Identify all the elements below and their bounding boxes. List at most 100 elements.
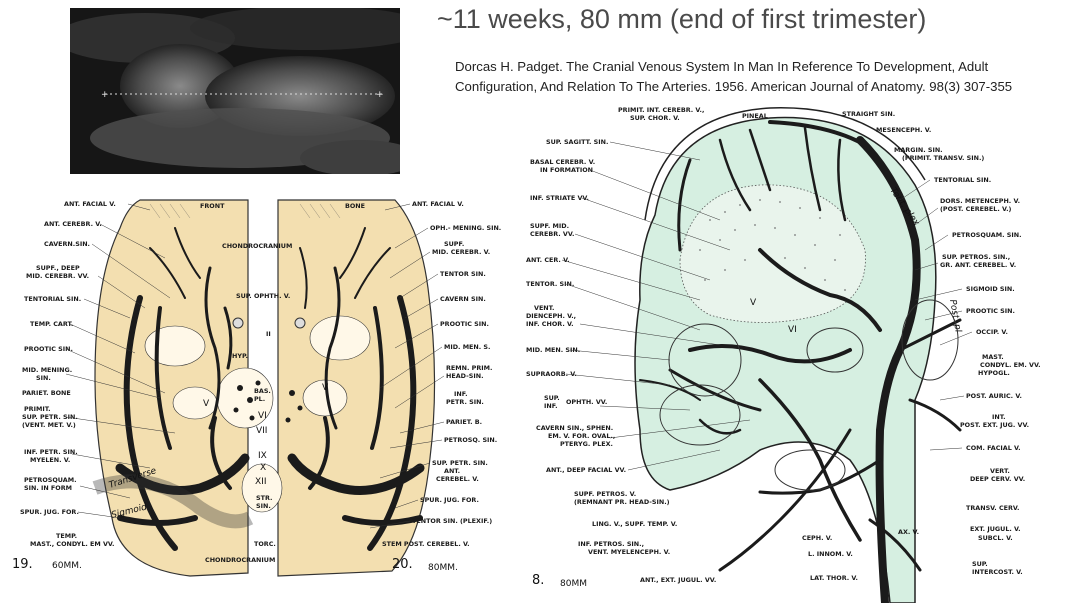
fig20-label: TENTOR SIN. — [440, 270, 486, 278]
fig20-label: OPH.- MENING. SIN. — [430, 224, 501, 232]
fig8-label: SUPF. MID. — [530, 222, 569, 230]
fig19-inner-str: STR. — [256, 494, 272, 502]
fig20-label: SUPF. — [444, 240, 464, 248]
fig8-top-label: MESENCEPH. V. — [876, 126, 931, 134]
fig19-label: TENTORIAL SIN. — [24, 295, 81, 303]
fig8-label: INTERCOST. V. — [972, 568, 1023, 576]
fig8-label: PRIMIT. INT. CEREBR. V., — [618, 106, 704, 114]
fig19-inner-front: FRONT — [200, 202, 225, 210]
ultrasound-scan: + + — [70, 8, 400, 174]
fig8-label: SUP. PETROS. SIN., — [942, 253, 1010, 261]
fig8-label: SUPF. PETROS. V. — [574, 490, 636, 498]
fig8-label: ANT., DEEP FACIAL VV. — [546, 466, 626, 474]
fig20-label: REMN. PRIM. — [446, 364, 492, 372]
ultrasound-image: + + — [70, 8, 400, 174]
fig8-label: SUP. — [972, 560, 988, 568]
fig8-label: MARGIN. SIN. — [894, 146, 943, 154]
fig20-label: MID. MEN. S. — [444, 343, 490, 351]
fig19-label: SUP. PETR. SIN. — [22, 413, 78, 421]
fig19-label: ANT. FACIAL V. — [64, 200, 116, 208]
fig20-labels: ANT. FACIAL V. OPH.- MENING. SIN. SUPF. … — [382, 200, 501, 548]
figure-8: Tent. plex Post. pl V VI PRIMIT. INT. CE… — [520, 100, 1080, 607]
slide-title: ~11 weeks, 80 mm (end of first trimester… — [437, 4, 927, 34]
fig8-label: POST. EXT. JUG. VV. — [960, 421, 1029, 429]
fig20-size: 80MM. — [428, 563, 458, 573]
fig8-label: ANT. CER. V. — [526, 256, 570, 264]
fig8-label: PROOTIC SIN. — [966, 307, 1015, 315]
fig20-label: PROOTIC SIN. — [440, 320, 489, 328]
fig19-inner-pl: PL. — [254, 395, 265, 403]
fig19-inner-ix: IX — [258, 451, 267, 461]
fig8-label: LING. V., SUPF. TEMP. V. — [592, 520, 677, 528]
fig19-size: 60MM. — [52, 561, 82, 571]
fig8-label: INF. — [544, 402, 558, 410]
fig8-label: EXT. JUGUL. V. — [970, 525, 1021, 533]
fig19-label: MAST., CONDYL. EM VV. — [30, 540, 114, 548]
fig19-label: SPUR. JUG. FOR. — [20, 508, 79, 516]
fig8-label: INF. PETROS. SIN., — [578, 540, 644, 548]
fig8-number: 8. — [532, 573, 544, 588]
fig8-label: (POST. CEREBEL. V.) — [940, 205, 1012, 213]
fig19-inner-vii: VII — [256, 426, 267, 436]
fig20-label: INF. — [454, 390, 468, 398]
fig20-label: PETR. SIN. — [446, 398, 484, 406]
fig20-label: TENTOR SIN. (PLEXIF.) — [412, 517, 492, 525]
fig8-inner-v: V — [750, 298, 757, 308]
fig20-label: ANT. — [444, 467, 460, 475]
fig19-inner-vi: VI — [258, 411, 267, 421]
fig8-inner-vi: VI — [788, 325, 797, 335]
fig20-number: 20. — [392, 557, 413, 572]
fig19-inner-xii: XII — [255, 477, 266, 487]
fig8-label: BASAL CEREBR. V. — [530, 158, 595, 166]
fig8-bottom-label: CEPH. V. — [802, 534, 832, 542]
fig8-label: SIGMOID SIN. — [966, 285, 1015, 293]
fig8-label: INF. STRIATE VV. — [530, 194, 589, 202]
fig8-label: TENTORIAL SIN. — [934, 176, 991, 184]
fig8-label: PTERYG. PLEX. — [560, 440, 613, 448]
fig19-number: 19. — [12, 557, 33, 572]
fig8-label: DEEP CERV. VV. — [970, 475, 1025, 483]
fig8-label: SUP. CHOR. V. — [630, 114, 680, 122]
fig19-inner-bas: BAS. — [254, 387, 271, 395]
fig8-label: CEREBR. VV. — [530, 230, 574, 238]
fig8-label: CONDYL. EM. VV. — [980, 361, 1041, 369]
fig19-label: TEMP. CART. — [30, 320, 73, 328]
fig19-label: MID. CEREBR. VV. — [26, 272, 89, 280]
fig8-size: 80MM — [560, 579, 587, 589]
fig8-label: (REMNANT PR. HEAD-SIN.) — [574, 498, 670, 506]
fig19-label: (VENT. MET. V.) — [22, 421, 76, 429]
fig8-label: ANT., EXT. JUGUL. VV. — [640, 576, 716, 584]
fig8-bottom-label: AX. V. — [898, 528, 919, 536]
fig20-label: HEAD-SIN. — [446, 372, 484, 380]
fig20-label: MID. CEREBR. V. — [432, 248, 490, 256]
fig8-label: SUP. SAGITT. SIN. — [546, 138, 608, 146]
fig19-label: INF. PETR. SIN. — [24, 448, 78, 456]
fig19-label: SIN. IN FORM — [24, 484, 72, 492]
fig19-label: SIN. — [36, 374, 51, 382]
fig8-post-pl: Post. pl — [947, 299, 963, 334]
fig8-label: IN FORMATION — [540, 166, 593, 174]
fig8-label: TENTOR. SIN. — [526, 280, 574, 288]
fig8-label: (PRIMIT. TRANSV. SIN.) — [902, 154, 984, 162]
fig19-label: MID. MENING. — [22, 366, 72, 374]
fig8-right-labels: MARGIN. SIN. (PRIMIT. TRANSV. SIN.) TENT… — [894, 146, 1041, 576]
fig8-label: VERT. — [990, 467, 1010, 475]
fig8-label: POST. AURIC. V. — [966, 392, 1022, 400]
fig8-label: OCCIP. V. — [976, 328, 1008, 336]
fig19-inner-chondrocranium: CHONDROCRANIUM — [222, 242, 292, 250]
fig19-inner-sin: SIN. — [256, 502, 271, 510]
fig20-inner-bone: BONE — [345, 202, 365, 210]
fig19-inner-ii: II — [266, 330, 271, 338]
fig8-top-label: STRAIGHT SIN. — [842, 110, 895, 118]
svg-text:+: + — [376, 90, 384, 100]
fig19-label: ANT. CEREBR. V. — [44, 220, 102, 228]
fig8-label: CAVERN SIN., SPHEN. — [536, 424, 613, 432]
fig20-label: SUP. PETR. SIN. — [432, 459, 488, 467]
fig19-inner-x: X — [260, 463, 266, 473]
fig19-inner-sup-ophth: SUP. OPHTH. V. — [236, 292, 290, 300]
fig8-label: TRANSV. CERV. — [966, 504, 1019, 512]
fig8-label: COM. FACIAL V. — [966, 444, 1021, 452]
fig19-label: CAVERN.SIN. — [44, 240, 90, 248]
fig8-label: MAST. — [982, 353, 1004, 361]
fig8-label: DIENCEPH. V., — [526, 312, 576, 320]
